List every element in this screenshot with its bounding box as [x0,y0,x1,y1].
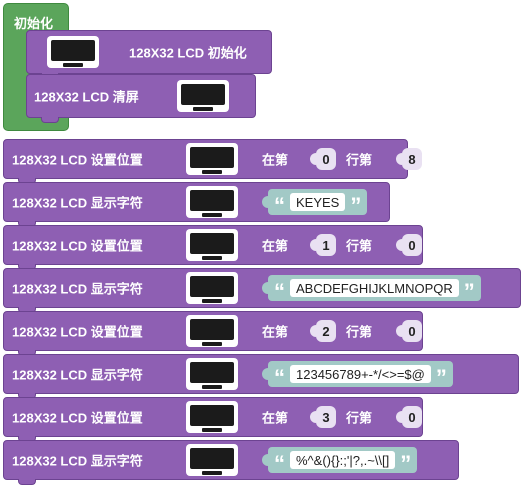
open-quote-icon: “ [274,193,285,218]
lcd-set-position-block[interactable]: 128X32 LCD 设置位置 在第 3 行第 0 [3,397,423,442]
col-input[interactable]: 0 [310,148,336,170]
close-quote-icon: ” [463,279,475,304]
block-label: 128X32 LCD 显示字符 [12,195,143,211]
lcd-screen-icon [186,315,238,347]
close-quote-icon: ” [435,365,447,390]
open-quote-icon: “ [274,279,285,304]
string-value[interactable]: 123456789+-*/<>=$@ [290,365,431,383]
lcd-clear-label: 128X32 LCD 清屏 [34,89,139,105]
open-quote-icon: “ [274,451,285,476]
row-label: 行第 [346,324,373,340]
close-quote-icon: ” [400,451,412,476]
lcd-show-string-block[interactable]: 128X32 LCD 显示字符 “ %^&(){}:;'|?,.~\\[] ” [3,440,459,485]
lcd-screen-icon [186,358,238,390]
string-input[interactable]: “ KEYES ” [261,189,368,218]
lcd-screen-icon [177,80,229,112]
string-value[interactable]: KEYES [290,193,346,211]
block-label: 128X32 LCD 显示字符 [12,453,143,469]
lcd-set-position-block[interactable]: 128X32 LCD 设置位置 在第 2 行第 0 [3,311,423,356]
lcd-screen-icon [186,186,238,218]
col-label: 在第 [262,410,289,426]
string-value[interactable]: %^&(){}:;'|?,.~\\[] [290,451,396,469]
init-label: 初始化 [14,16,54,31]
col-label: 在第 [262,152,289,168]
row-label: 行第 [346,410,373,426]
block-label: 128X32 LCD 设置位置 [12,238,143,254]
row-input[interactable]: 8 [396,148,422,170]
row-label: 行第 [346,238,373,254]
close-quote-icon: ” [350,193,362,218]
lcd-screen-icon [186,444,238,476]
lcd-show-string-block[interactable]: 128X32 LCD 显示字符 “ KEYES ” [3,182,390,227]
row-input[interactable]: 0 [396,234,422,256]
row-input[interactable]: 0 [396,320,422,342]
col-input[interactable]: 2 [310,320,336,342]
lcd-screen-icon [186,143,238,175]
string-input[interactable]: “ 123456789+-*/<>=$@ ” [262,361,453,390]
lcd-clear-block[interactable]: 128X32 LCD 清屏 [26,74,256,123]
string-input[interactable]: “ %^&(){}:;'|?,.~\\[] ” [261,447,418,476]
col-input[interactable]: 3 [310,406,336,428]
lcd-screen-icon [47,36,99,68]
lcd-set-position-block[interactable]: 128X32 LCD 设置位置 在第 0 行第 8 [3,139,422,184]
row-input[interactable]: 0 [396,406,422,428]
col-label: 在第 [262,324,289,340]
string-value[interactable]: ABCDEFGHIJKLMNOPQR [290,279,459,297]
lcd-screen-icon [186,229,238,261]
col-input[interactable]: 1 [310,234,336,256]
open-quote-icon: “ [274,365,285,390]
col-label: 在第 [262,238,289,254]
block-label: 128X32 LCD 显示字符 [12,281,143,297]
block-label: 128X32 LCD 设置位置 [12,324,143,340]
lcd-screen-icon [186,401,238,433]
block-label: 128X32 LCD 显示字符 [12,367,143,383]
string-input[interactable]: “ ABCDEFGHIJKLMNOPQR ” [262,275,481,304]
lcd-show-string-block[interactable]: 128X32 LCD 显示字符 “ 123456789+-*/<>=$@ ” [3,354,519,399]
block-label: 128X32 LCD 设置位置 [12,410,143,426]
lcd-init-label: 128X32 LCD 初始化 [129,45,247,61]
block-label: 128X32 LCD 设置位置 [12,152,143,168]
lcd-set-position-block[interactable]: 128X32 LCD 设置位置 在第 1 行第 0 [3,225,423,270]
lcd-screen-icon [186,272,238,304]
lcd-init-block[interactable]: 128X32 LCD 初始化 [26,30,272,79]
lcd-show-string-block[interactable]: 128X32 LCD 显示字符 “ ABCDEFGHIJKLMNOPQR ” [3,268,521,313]
row-label: 行第 [346,152,373,168]
